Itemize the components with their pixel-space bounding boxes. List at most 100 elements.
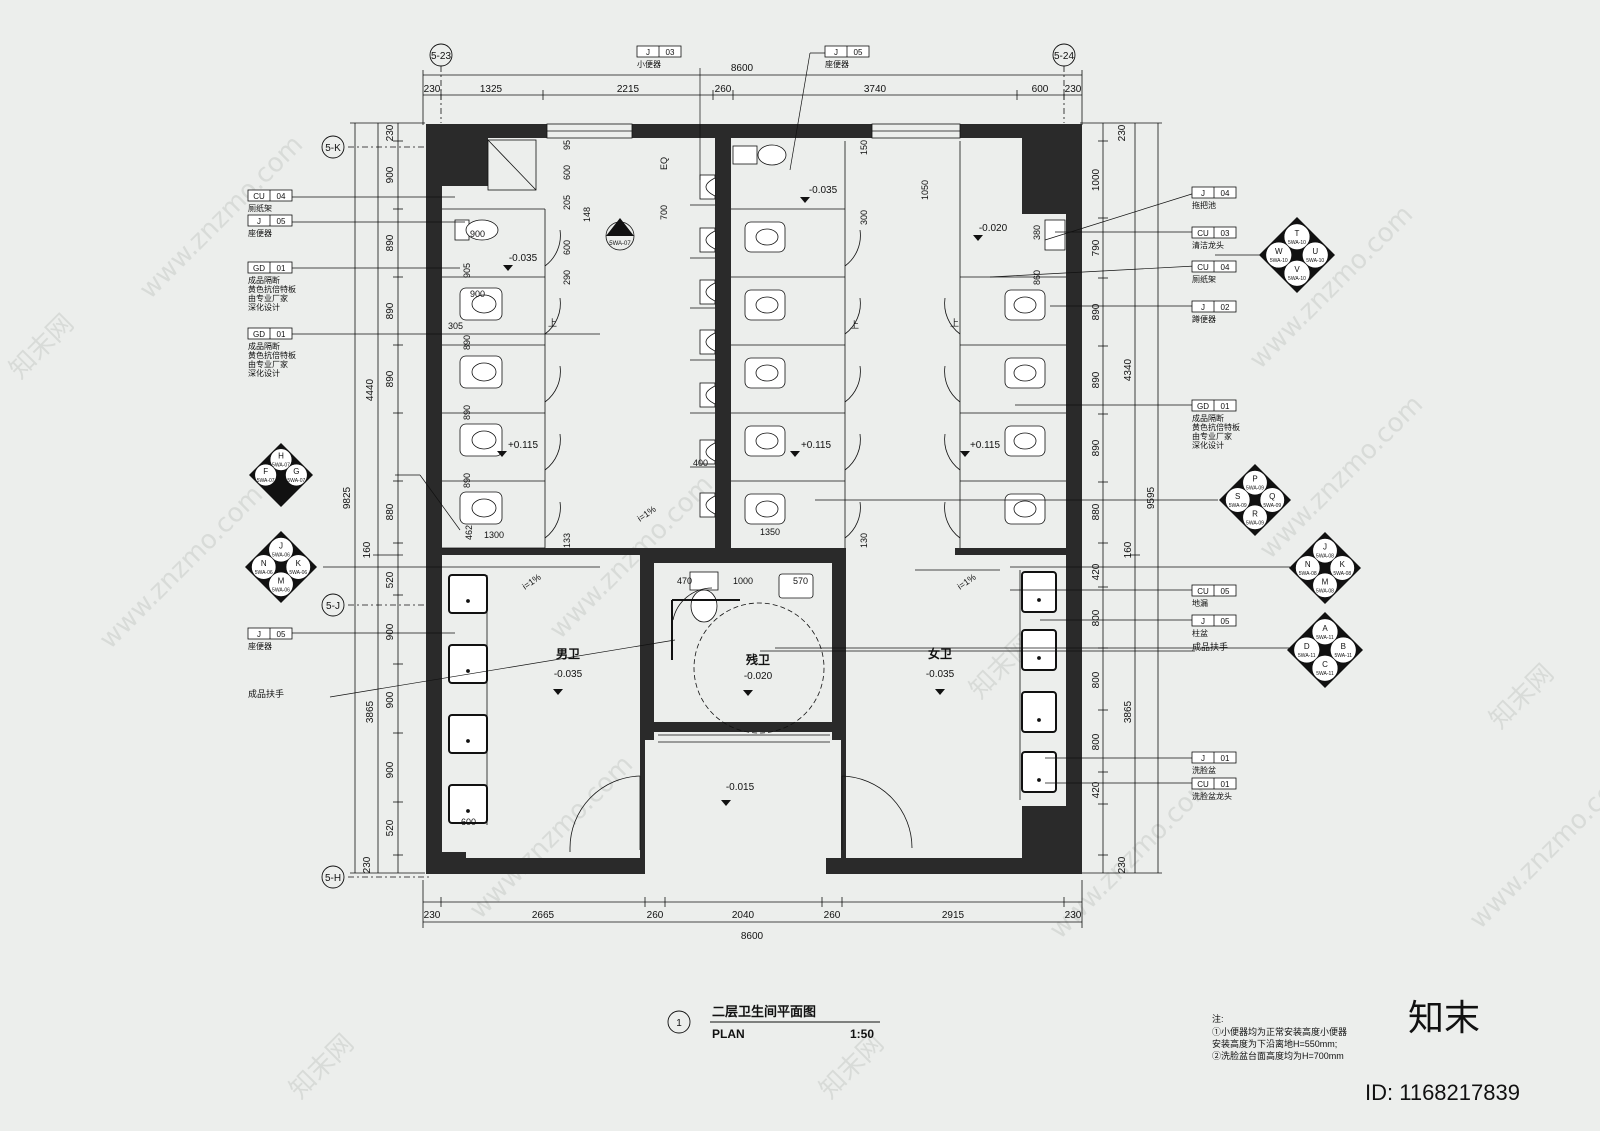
- wash-basin: [448, 714, 488, 754]
- room-name-accessible: 残卫: [746, 652, 770, 667]
- duct-cupboard: [487, 139, 537, 191]
- elevation-bubble: [268, 537, 294, 563]
- interior-dim: 130: [859, 533, 869, 548]
- interior-dim: 600: [461, 817, 476, 827]
- elevation-bubble: [269, 448, 293, 471]
- elevation-marker: [1289, 532, 1361, 604]
- elevation-ref: 5WA-10: [1306, 258, 1324, 264]
- level-mark: +0.115: [970, 440, 1001, 451]
- elevation-letter: J: [1323, 543, 1327, 552]
- tag-number: 04: [1221, 263, 1230, 272]
- toilet: [732, 145, 758, 165]
- basin-drain: [466, 669, 470, 673]
- elevation-letter: M: [278, 576, 285, 585]
- elevation-bubble: [1242, 504, 1268, 530]
- level-mark: -0.035: [809, 185, 838, 196]
- wall: [640, 548, 654, 740]
- elevation-ref: 5WA-08: [1333, 571, 1351, 577]
- elevation-letter: P: [1252, 475, 1257, 484]
- toilet: [689, 571, 719, 591]
- up-mark: 上: [950, 318, 959, 328]
- basin: [778, 573, 814, 599]
- elevation-letter: T: [1295, 229, 1300, 238]
- interior-dim: 600: [562, 240, 572, 255]
- basin-drain: [466, 739, 470, 743]
- stall-door-swing: [844, 229, 861, 267]
- interior-dim: 900: [470, 289, 485, 299]
- elevation-letter: N: [261, 559, 267, 568]
- elevation-pointer: [606, 218, 634, 236]
- elevation-letter: C: [1322, 660, 1328, 669]
- tag-description: 深化设计: [1192, 440, 1224, 450]
- stall-door-swing: [944, 365, 961, 403]
- elevation-marker: [249, 443, 313, 507]
- basin-drain: [1037, 656, 1041, 660]
- grid-bubble: [321, 135, 345, 159]
- elevation-letter: A: [1322, 624, 1328, 633]
- dim-right-seg: 880: [1091, 503, 1102, 520]
- dim-right-seg: 890: [1091, 439, 1102, 456]
- elevation-ref: 5WA-11: [1298, 653, 1316, 659]
- tag-description: 小便器: [637, 59, 661, 69]
- elevation-letter: B: [1341, 642, 1346, 651]
- dim-left-seg: 900: [385, 691, 396, 708]
- interior-dim: 905: [462, 263, 472, 278]
- interior-dim: 462: [464, 525, 474, 540]
- interior-dim: 400: [693, 458, 708, 468]
- elevation-ref: 5WA-08: [1316, 588, 1334, 594]
- tag-description: 由专业厂家: [1192, 431, 1232, 441]
- wash-basin: [1021, 571, 1057, 613]
- walls: [426, 124, 1082, 874]
- dim-top-seg: 260: [715, 84, 732, 95]
- elevation-letter: V: [1294, 265, 1300, 274]
- elevation-letter: F: [263, 467, 268, 476]
- tag-code: CU: [1197, 780, 1209, 789]
- dim-right-seg: 800: [1091, 671, 1102, 688]
- interior-dim: 95: [562, 140, 572, 150]
- interior-dim: 1050: [920, 180, 930, 200]
- squat-toilet: [755, 296, 779, 314]
- elevation-bubble: [1225, 487, 1251, 513]
- elevation-bubble: [1295, 555, 1321, 581]
- elevation-bubble: [285, 554, 311, 580]
- level-mark: -0.020: [979, 223, 1008, 234]
- elevation-ref: 5WA-10: [1270, 258, 1288, 264]
- elevation-marker: [245, 531, 317, 603]
- basin-drain: [1037, 598, 1041, 602]
- up-mark: 上: [548, 318, 557, 328]
- interior-dim: 1350: [760, 527, 780, 537]
- basin-drain: [466, 599, 470, 603]
- drawing-scale: 1:50: [850, 1027, 874, 1041]
- tag-number: 01: [1221, 780, 1230, 789]
- stall-door-swing: [844, 365, 861, 403]
- tag-code: GD: [253, 264, 265, 273]
- elevation-ref: 5WA-07: [257, 478, 275, 484]
- dim-bottom-seg: 260: [824, 910, 841, 921]
- leader-lines: [290, 52, 1290, 784]
- elevation-ref: 5WA-06: [289, 570, 307, 576]
- dim-bottom-seg: 230: [1065, 910, 1082, 921]
- level-mark: +0.115: [801, 440, 832, 451]
- stall-door-swing: [544, 297, 561, 335]
- stall-door-swing: [844, 297, 861, 335]
- drawing-number: 1: [676, 1018, 682, 1029]
- elevation-bubble: [1312, 538, 1338, 564]
- wall: [715, 138, 731, 560]
- wall: [955, 548, 1066, 555]
- toilet: [465, 219, 499, 241]
- stall-door-swing: [544, 365, 561, 403]
- squat-toilet: [471, 294, 497, 314]
- urinal: [705, 282, 716, 302]
- elevation-markers: T5WA-10W5WA-10U5WA-10V5WA-10P5WA-09S5WA-…: [245, 217, 1363, 688]
- urinal: [705, 332, 716, 352]
- tag-description: 座便器: [248, 228, 272, 238]
- slope-mark: i=1%: [520, 572, 542, 592]
- elevation-letter: W: [1275, 247, 1283, 256]
- basin-drain: [1037, 778, 1041, 782]
- elevation-ref: 5WA-09: [1246, 486, 1264, 492]
- dim-right-seg: 890: [1091, 303, 1102, 320]
- tag-description: 成品隔断: [1192, 413, 1224, 423]
